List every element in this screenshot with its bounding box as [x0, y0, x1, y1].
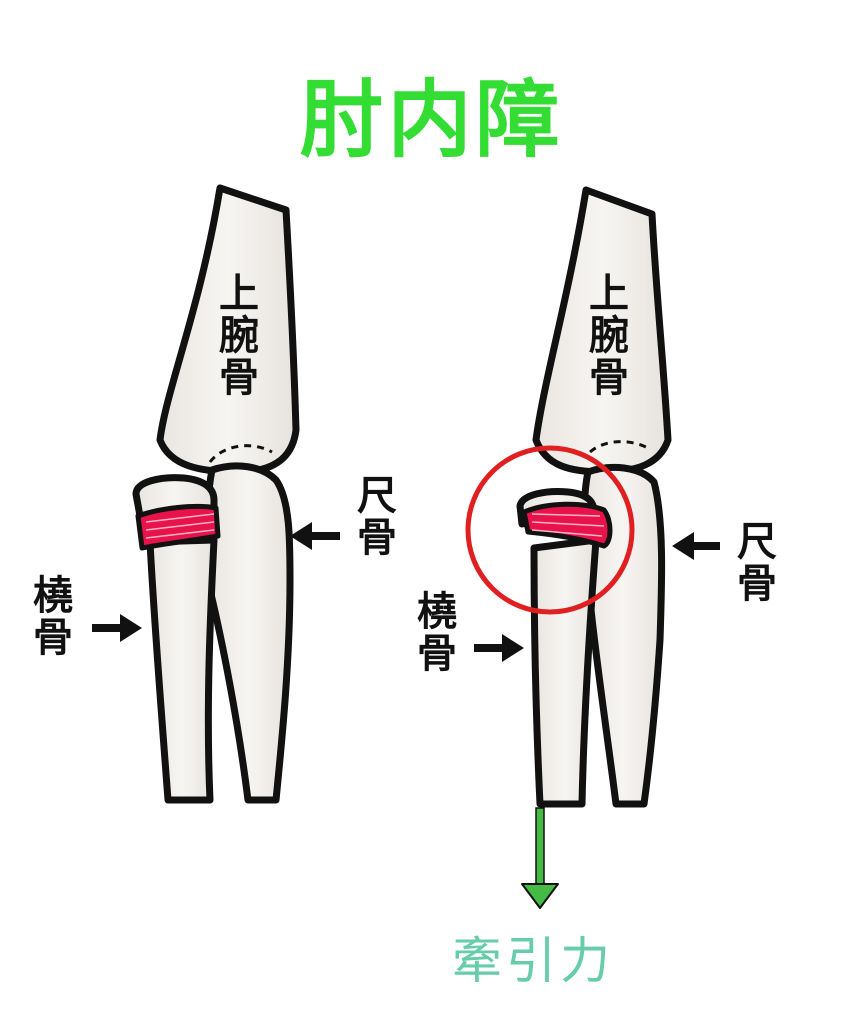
label-radius-left: 橈骨: [26, 574, 72, 658]
annular-ligament: [135, 503, 221, 551]
arrow-radius-right: [474, 634, 524, 662]
label-ulna-left: 尺骨: [350, 474, 396, 558]
ligament-fibers: [145, 513, 215, 539]
arrow-ulna-right: [672, 532, 720, 560]
label-radius-right: 橈骨: [410, 590, 456, 674]
arrow-ulna-left: [290, 522, 340, 550]
panel-normal: [92, 184, 340, 804]
radius-bone-right: [530, 536, 600, 808]
ligament-fibers-right: [531, 513, 605, 537]
label-humerus-left: 上腕骨: [212, 272, 258, 398]
label-ulna-right: 尺骨: [730, 520, 776, 604]
highlight-circle: [465, 445, 635, 615]
traction-label: 牽引力: [452, 932, 614, 990]
humerus-dashed-line-right: [589, 440, 649, 454]
arrow-radius-left: [92, 614, 142, 642]
ulna-bone: [203, 462, 294, 804]
traction-arrow: [521, 807, 559, 909]
panel-subluxation: [465, 186, 720, 909]
page-title: 肘内障: [299, 71, 564, 169]
humerus-dashed-line: [208, 444, 273, 463]
radius-bone: [146, 536, 218, 804]
label-humerus-right: 上腕骨: [582, 272, 628, 398]
